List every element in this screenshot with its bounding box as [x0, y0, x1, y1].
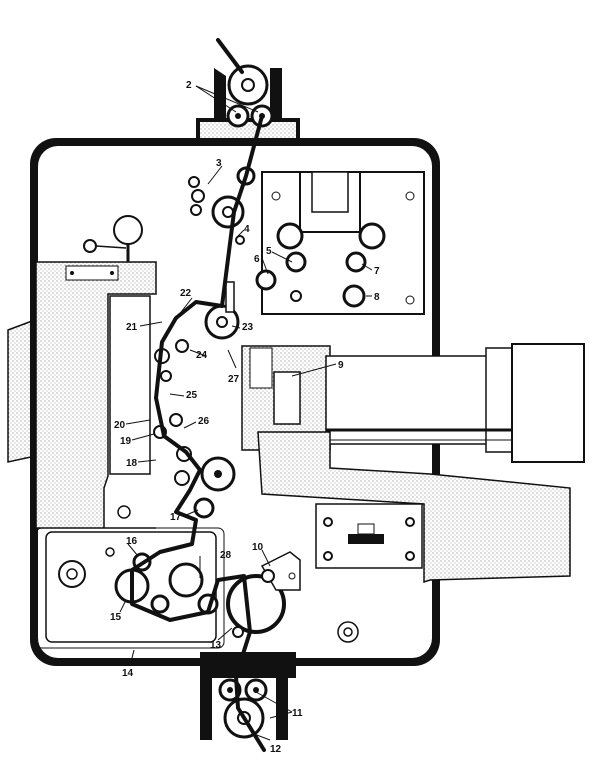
callout-15: 15	[110, 612, 122, 623]
callout-5: 5	[266, 246, 272, 257]
callout-13: 13	[210, 640, 222, 651]
callout-9: 9	[338, 360, 344, 371]
callout-26: 26	[198, 416, 210, 427]
callout-28: 28	[220, 550, 232, 561]
callout-20: 20	[114, 420, 126, 431]
callout-14: 14	[122, 668, 134, 679]
callout-17: 17	[170, 512, 182, 523]
leader-lines	[119, 85, 373, 741]
callout-labels: 2 3 4 5 6 7 8 9 10 11 12 13 14 15 16 17 …	[110, 80, 380, 755]
callout-10: 10	[252, 542, 264, 553]
callout-27: 27	[228, 374, 240, 385]
callout-21: 21	[126, 322, 138, 333]
callout-25: 25	[186, 390, 198, 401]
callout-23: 23	[242, 322, 254, 333]
callout-2: 2	[186, 80, 192, 91]
film-path	[130, 38, 266, 752]
callout-16: 16	[126, 536, 138, 547]
top-feed-housing	[196, 64, 300, 144]
lens-barrel	[241, 343, 585, 463]
callout-7: 7	[374, 266, 380, 277]
callout-19: 19	[120, 436, 132, 447]
gate-label-plate	[65, 265, 119, 281]
callout-18: 18	[126, 458, 138, 469]
framing-knob	[113, 215, 143, 245]
lens-mount	[257, 431, 571, 584]
callout-3: 3	[216, 158, 222, 169]
callout-4: 4	[244, 224, 250, 235]
callout-12: 12	[270, 744, 282, 755]
callout-22: 22	[180, 288, 192, 299]
callout-6: 6	[254, 254, 260, 265]
callout-24: 24	[196, 350, 208, 361]
callout-8: 8	[374, 292, 380, 303]
callout-11: 11	[292, 708, 303, 719]
